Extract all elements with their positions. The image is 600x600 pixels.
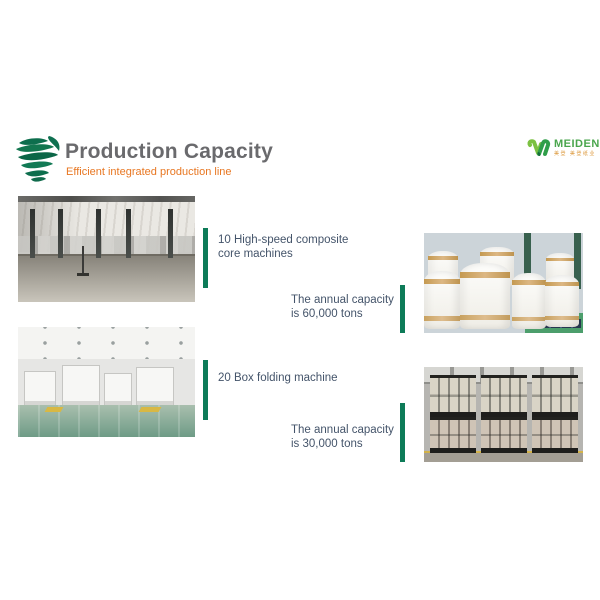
section1-heading: 10 High-speed composite core machines — [218, 234, 349, 260]
photo2-yellow-mat — [44, 407, 64, 412]
pallet-stack — [532, 375, 578, 453]
photo2-machine — [62, 365, 100, 407]
photo1-column — [30, 209, 35, 258]
photo2-ceiling-lights — [18, 327, 195, 359]
photo2-machine — [24, 371, 56, 407]
photo3-green-column — [574, 233, 581, 289]
photo1-column — [126, 209, 131, 258]
photo-core-machine-workshop — [18, 196, 195, 302]
section2-heading: 20 Box folding machine — [218, 372, 338, 384]
pallet-band — [532, 448, 578, 453]
strapped-bale — [532, 375, 578, 415]
accent-bar — [203, 228, 208, 288]
logo-text: MEIDEN 美登 美登纸业 — [554, 139, 600, 157]
strapped-bale — [430, 417, 476, 451]
pallet-band — [532, 412, 578, 417]
pallet-stack — [481, 375, 527, 453]
photo1-concrete-floor — [18, 254, 195, 302]
strapped-bale — [532, 417, 578, 451]
strapped-bale — [430, 375, 476, 415]
photo1-column — [96, 209, 101, 258]
paper-roll — [545, 275, 579, 327]
accent-bar — [400, 403, 405, 462]
photo-box-folding-workshop — [18, 327, 195, 437]
page-title: Production Capacity — [65, 140, 273, 163]
photo1-column — [168, 209, 173, 258]
photo-paper-roll-warehouse — [424, 233, 583, 333]
pallet-stack — [430, 375, 476, 453]
photo1-roof-edge — [18, 196, 195, 202]
accent-bar — [203, 360, 208, 420]
strapped-bale — [481, 417, 527, 451]
photo2-machine — [104, 373, 132, 407]
photo1-column — [58, 209, 63, 258]
strapped-bale — [481, 375, 527, 415]
paper-roll — [512, 273, 546, 329]
photo-packed-pallets — [424, 367, 583, 462]
logo-tagline: 美登 美登纸业 — [554, 151, 596, 157]
company-logo: MEIDEN 美登 美登纸业 — [527, 139, 600, 161]
pallet-band — [481, 448, 527, 453]
section2-capacity: The annual capacity is 30,000 tons — [291, 424, 394, 450]
photo3-green-column — [524, 233, 531, 289]
accent-bar — [400, 285, 405, 333]
section1-capacity: The annual capacity is 60,000 tons — [291, 294, 394, 320]
photo2-yellow-mat — [138, 407, 162, 412]
photo1-pallet-jack — [77, 246, 89, 276]
paper-roll — [424, 271, 460, 329]
meiden-leaf-m-icon — [527, 139, 551, 156]
pallet-band — [430, 412, 476, 417]
paper-roll — [460, 263, 510, 329]
logo-name: MEIDEN — [554, 138, 600, 150]
page-subtitle: Efficient integrated production line — [66, 166, 232, 178]
pallet-band — [430, 448, 476, 453]
brush-stroke-decoration — [16, 136, 60, 182]
photo2-machine — [136, 367, 174, 407]
pallet-band — [481, 412, 527, 417]
